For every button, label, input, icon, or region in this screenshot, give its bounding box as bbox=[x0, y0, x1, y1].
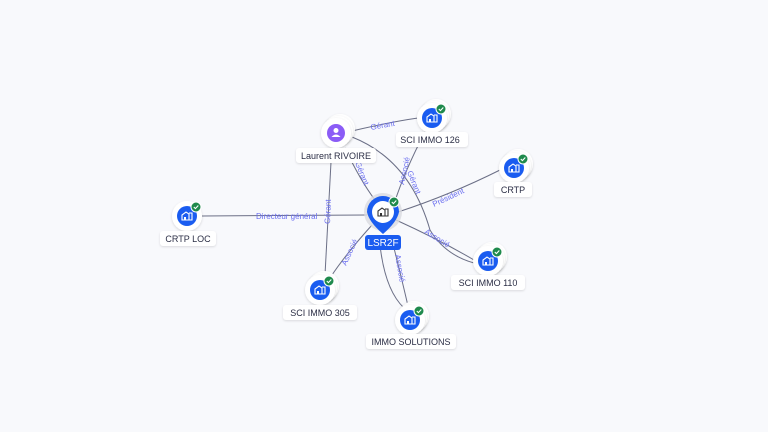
verified-check-icon bbox=[388, 196, 400, 208]
node-label: SCI IMMO 126 bbox=[400, 135, 460, 145]
edge-center-crtp[interactable] bbox=[397, 169, 501, 213]
node-label: Laurent RIVOIRE bbox=[301, 151, 371, 161]
node-label: LSR2F bbox=[367, 238, 398, 249]
node-laurent-rivoire[interactable]: Laurent RIVOIRE bbox=[296, 114, 376, 163]
verified-check-icon bbox=[323, 275, 335, 287]
edge-label: Directeur général bbox=[256, 212, 318, 221]
verified-check-icon bbox=[435, 103, 447, 115]
edge-label: Associé bbox=[423, 227, 452, 250]
edge-person-sci126[interactable] bbox=[351, 117, 419, 132]
verified-check-icon bbox=[413, 305, 425, 317]
edge-label: Associé bbox=[340, 237, 360, 267]
verified-check-icon bbox=[491, 246, 503, 258]
verified-check-icon bbox=[517, 153, 529, 165]
edge-label: Gérant bbox=[353, 160, 371, 187]
node-label: CRTP LOC bbox=[165, 234, 211, 244]
edge-label: Gérant bbox=[323, 199, 333, 225]
node-label: CRTP bbox=[501, 185, 525, 195]
edge-center-sci305[interactable] bbox=[329, 224, 373, 279]
edge-label: Président bbox=[431, 186, 466, 209]
node-sci-immo-126[interactable]: SCI IMMO 126 bbox=[396, 99, 468, 147]
node-immo-solutions[interactable]: IMMO SOLUTIONS bbox=[366, 301, 456, 349]
edge-center-crtploc[interactable] bbox=[201, 214, 368, 217]
node-crtp[interactable]: CRTP bbox=[494, 149, 533, 197]
node-sci-immo-305[interactable]: SCI IMMO 305 bbox=[283, 271, 357, 320]
node-sci-immo-110[interactable]: SCI IMMO 110 bbox=[451, 242, 525, 290]
edge-person-sci305[interactable] bbox=[324, 161, 332, 276]
edge-label: Gérant bbox=[370, 119, 396, 132]
edge-person-sci110[interactable] bbox=[351, 136, 475, 264]
node-lsr2f[interactable]: LSR2F bbox=[364, 193, 402, 250]
verified-check-icon bbox=[190, 201, 202, 213]
edge-label: Associé bbox=[393, 254, 407, 284]
node-label: SCI IMMO 110 bbox=[459, 278, 518, 288]
node-crtp-loc[interactable]: CRTP LOC bbox=[160, 201, 216, 246]
node-label: SCI IMMO 305 bbox=[290, 308, 350, 318]
node-label: IMMO SOLUTIONS bbox=[371, 337, 450, 347]
edge-center-sci110[interactable] bbox=[395, 219, 475, 261]
edge-center-immosol[interactable] bbox=[379, 244, 405, 309]
building-icon bbox=[377, 207, 389, 217]
person-icon bbox=[327, 124, 345, 142]
